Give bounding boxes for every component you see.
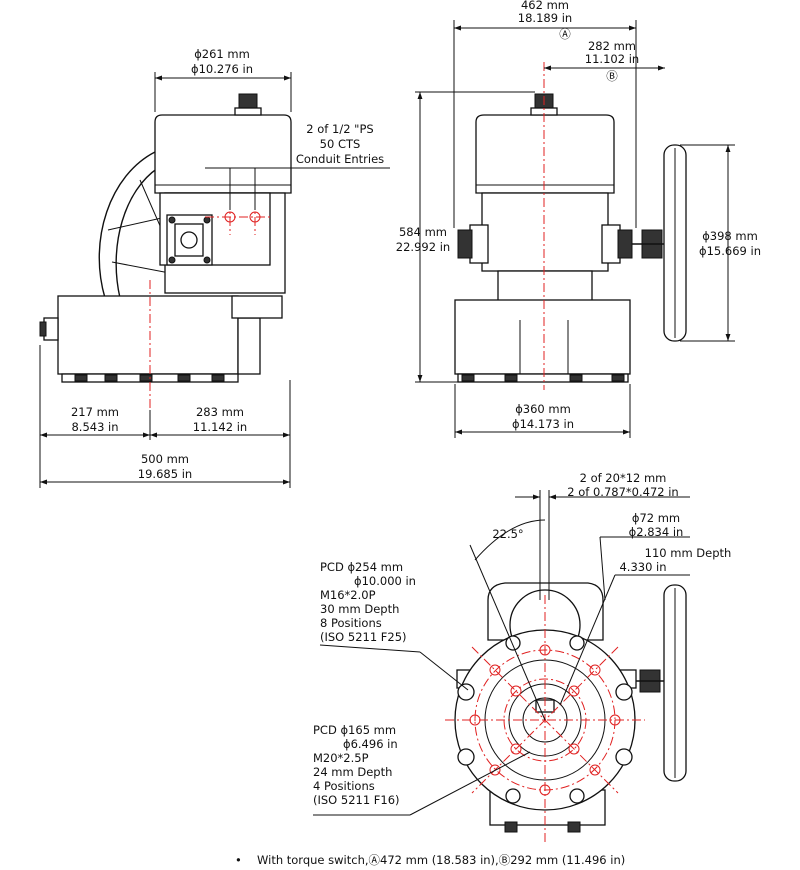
cover-dia-mm: ϕ261 mm (194, 47, 250, 61)
height-in: 22.992 in (396, 240, 450, 254)
pcd165-line3: M20*2.5P (313, 751, 369, 765)
keyway-mm: 2 of 20*12 mm (580, 471, 667, 485)
dim-283-in: 11.142 in (193, 420, 247, 434)
footnote-text: With torque switch,Ⓐ472 mm (18.583 in),Ⓑ… (257, 853, 626, 867)
pcd254-line1: PCD ϕ254 mm (320, 560, 403, 574)
gearbox (57, 295, 239, 375)
pcd165-line6: (ISO 5211 F16) (313, 793, 400, 807)
dim-283-mm: 283 mm (196, 405, 244, 419)
side-view: ϕ261 mm ϕ10.276 in 2 of 1/2 "PS 50 CTS C… (39, 47, 390, 488)
bottom-view: 2 of 20*12 mm 2 of 0.787*0.472 in 22.5° … (313, 471, 731, 845)
front-view: 462 mm 18.189 in Ⓐ 282 mm 11.102 in Ⓑ 58… (396, 0, 761, 438)
overall-width-mm: 462 mm (521, 0, 569, 12)
height-mm: 584 mm (399, 225, 447, 239)
pcd254-line5: 8 Positions (320, 616, 382, 630)
bore-depth-in: 4.330 in (619, 560, 666, 574)
handwheel-offset-in: 11.102 in (585, 52, 639, 66)
overall-width-tag: Ⓐ (559, 27, 571, 41)
handwheel-offset-mm: 282 mm (588, 39, 636, 53)
pcd254-line2: ϕ10.000 in (354, 574, 416, 588)
dim-217-in: 8.543 in (71, 420, 118, 434)
angle-label: 22.5° (492, 527, 523, 541)
pcd165-line1: PCD ϕ165 mm (313, 723, 396, 737)
bore-depth-mm: 110 mm Depth (645, 546, 732, 560)
footnote: • With torque switch,Ⓐ472 mm (18.583 in),… (235, 852, 625, 868)
cover-dia-in: ϕ10.276 in (191, 62, 253, 76)
pcd165-line4: 24 mm Depth (313, 765, 392, 779)
conduit-label-3: Conduit Entries (296, 152, 384, 166)
pcd254-line3: M16*2.0P (320, 588, 376, 602)
base-dia-in: ϕ14.173 in (512, 417, 574, 431)
dim-217-mm: 217 mm (71, 405, 119, 419)
handwheel-offset-tag: Ⓑ (606, 69, 618, 83)
overall-width-in: 18.189 in (518, 11, 572, 25)
housing (481, 192, 609, 272)
dim-500-in: 19.685 in (138, 467, 192, 481)
bore-dia-mm: ϕ72 mm (632, 511, 680, 525)
handwheel-dia-mm: ϕ398 mm (702, 229, 758, 243)
conduit-label-2: 50 CTS (320, 137, 361, 151)
conduit-label-1: 2 of 1/2 "PS (306, 122, 373, 136)
pcd165-line2: ϕ6.496 in (343, 737, 398, 751)
pcd165-line5: 4 Positions (313, 779, 375, 793)
pcd254-line4: 30 mm Depth (320, 602, 399, 616)
dim-500-mm: 500 mm (141, 452, 189, 466)
actuator-cover (475, 114, 615, 194)
footnote-bullet: • (235, 853, 242, 867)
bore-dia-in: ϕ2.834 in (629, 525, 684, 539)
base-dia-mm: ϕ360 mm (515, 402, 571, 416)
handwheel-dia-in: ϕ15.669 in (699, 244, 761, 258)
gearbox (454, 299, 631, 375)
keyway-in: 2 of 0.787*0.472 in (567, 485, 678, 499)
pcd254-line6: (ISO 5211 F25) (320, 630, 407, 644)
actuator-cover (154, 114, 292, 194)
